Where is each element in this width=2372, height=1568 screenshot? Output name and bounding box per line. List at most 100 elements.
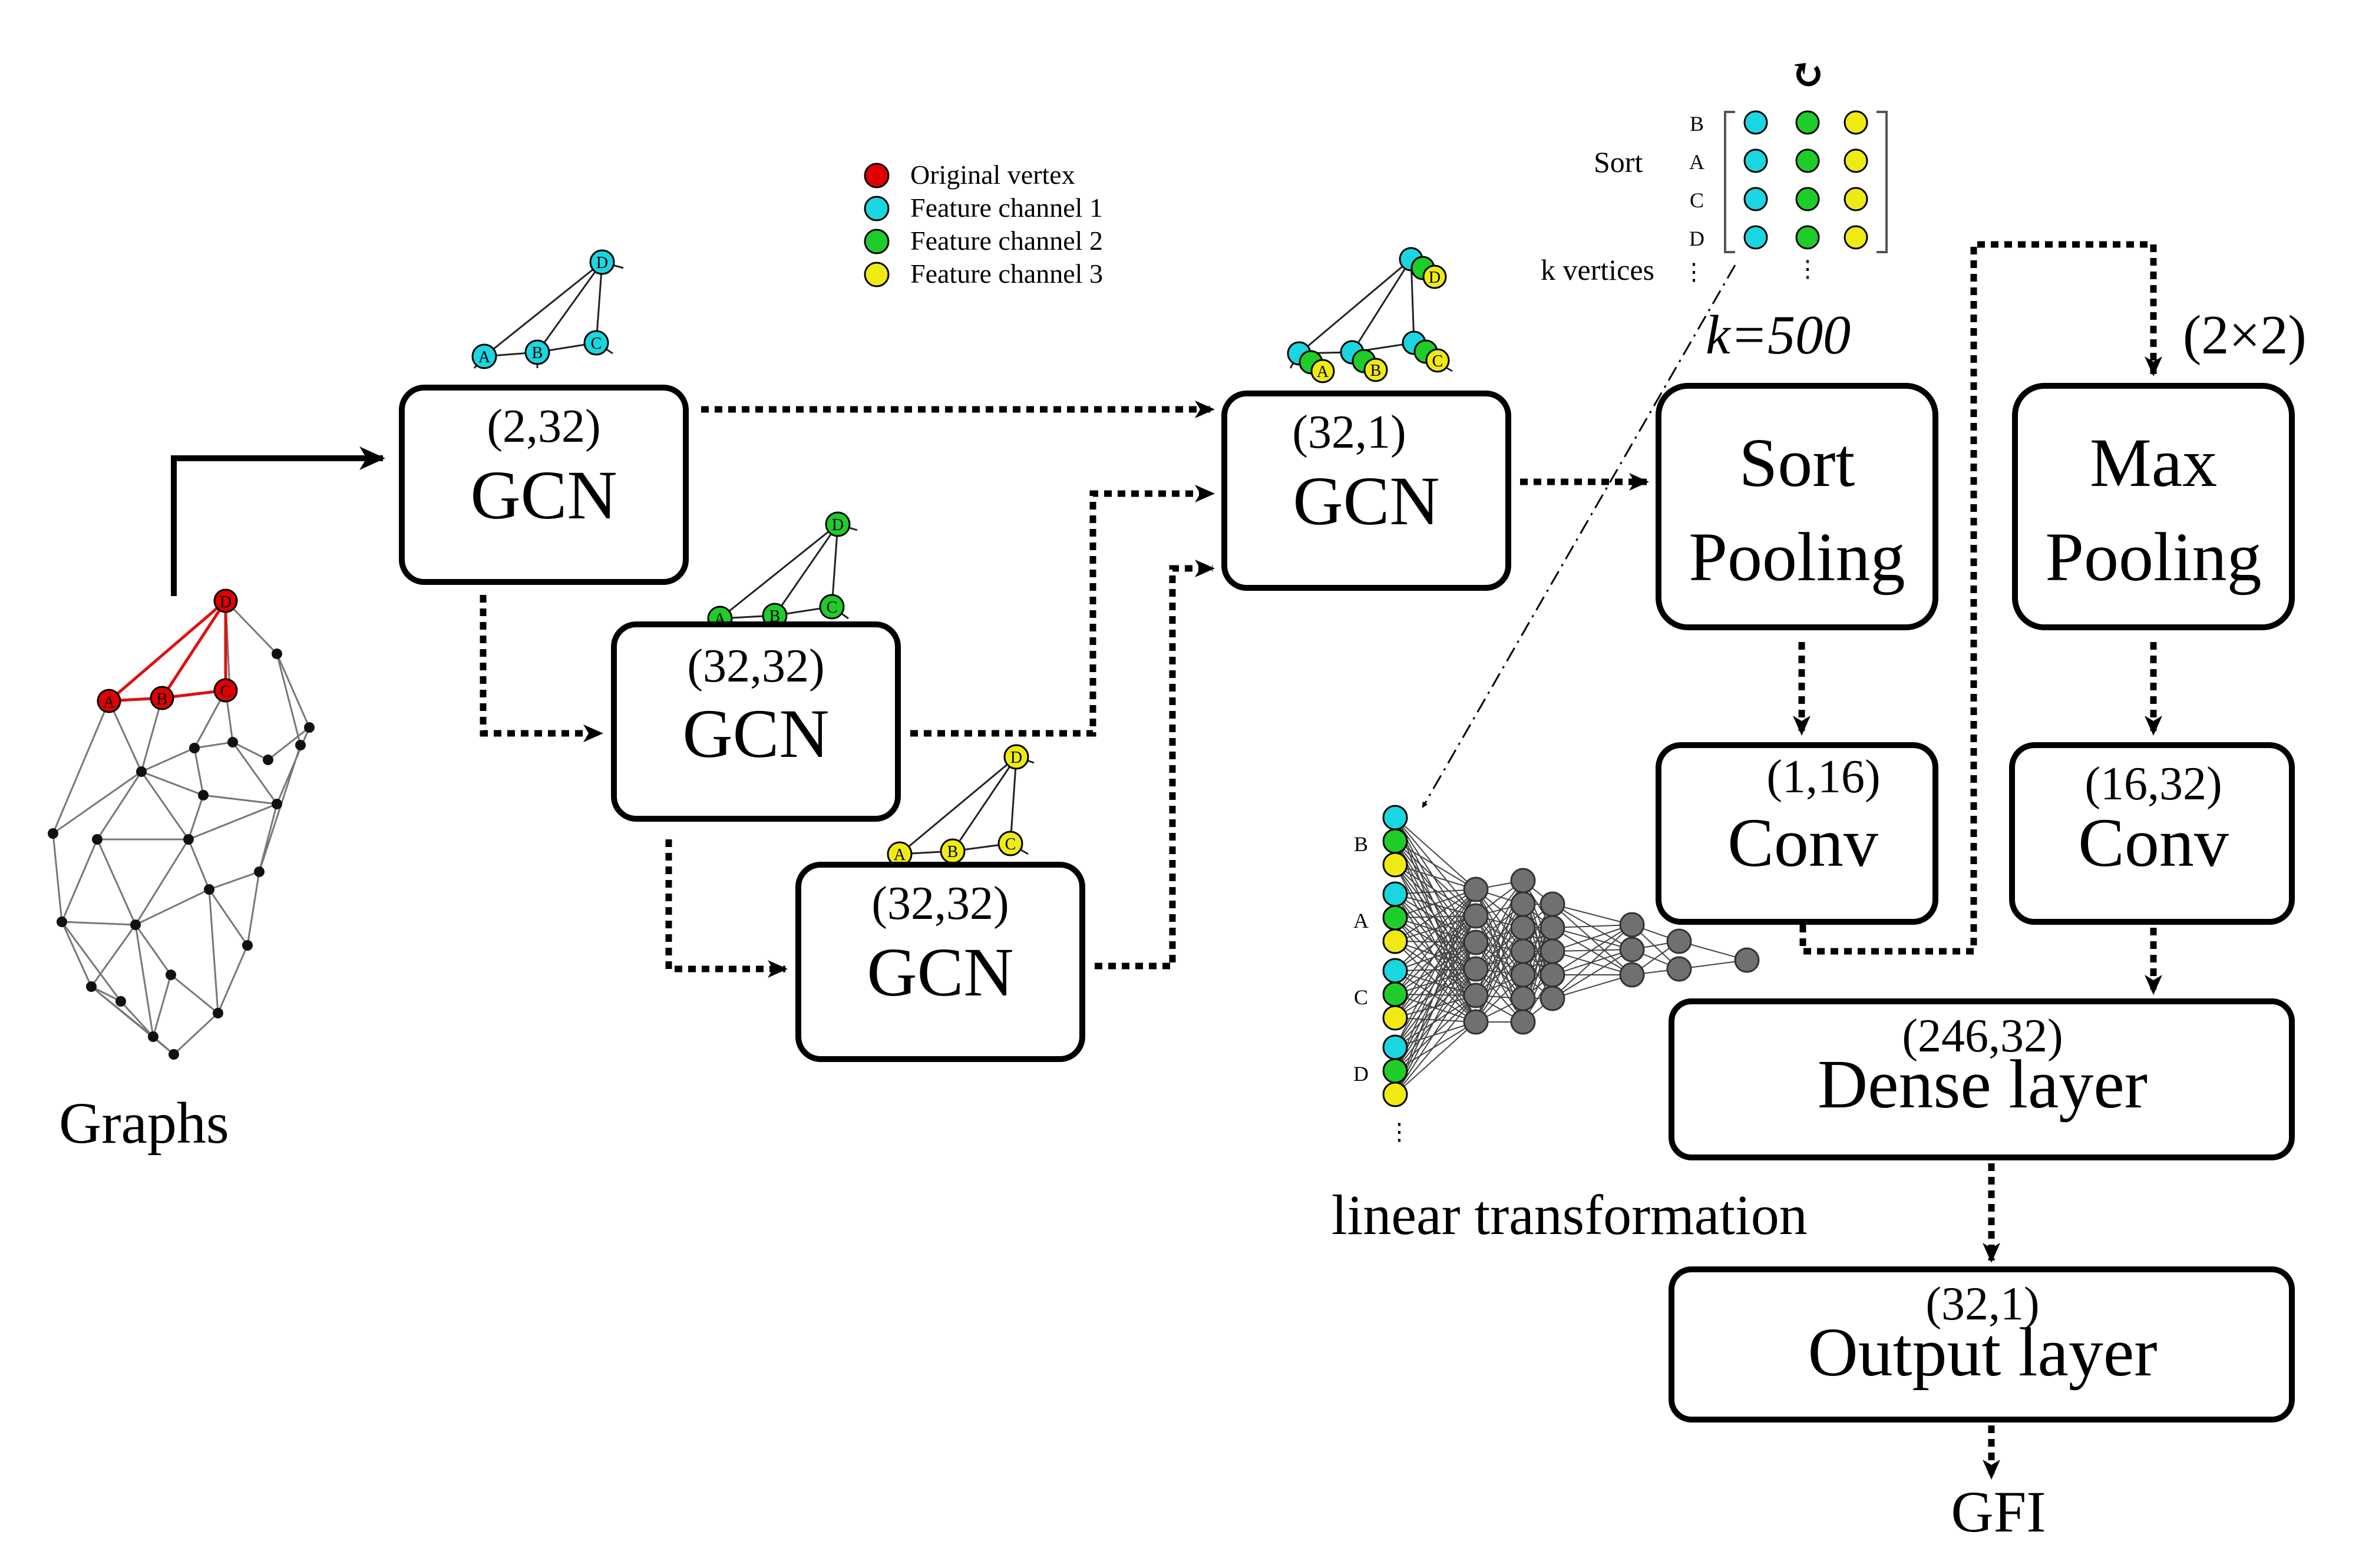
matrix-cells [1743,110,1868,250]
svg-text:B: B [947,843,959,861]
output-name: Output layer [1808,1314,2157,1391]
swap-icon: ↻ [1790,51,1825,98]
nn-node [1619,912,1645,938]
nn-node [1463,876,1489,902]
legend-swatch-channel1 [864,196,890,221]
svg-text:C: C [220,683,232,701]
svg-text:B: B [157,690,168,709]
graphs-label: Graphs [59,1090,229,1156]
conv2-name: Conv [2078,804,2229,881]
svg-text:D: D [596,254,608,272]
svg-text:D: D [220,593,232,611]
nn-node [1463,929,1489,955]
svg-text:A: A [103,693,115,712]
gcn3-name: GCN [867,934,1013,1011]
gcn3-dims: (32,32) [871,878,1009,929]
nn-node [1510,985,1536,1011]
max-pooling-line1: Max [2090,424,2217,501]
gcn-block-4: (32,1) GCN [1221,391,1511,591]
subgraph-gcn1: A B C D [471,249,624,369]
legend-swatch-original [864,163,890,188]
dense-layer-block: (246,32) Dense layer [1669,998,2295,1160]
nn-node [1463,983,1489,1008]
graph-vertices [48,649,315,1060]
gcn1-dims: (2,32) [487,401,600,452]
nn-node [1540,891,1565,917]
sort-matrix: ↻ Sort k vertices ⋮ B A C D ⋮ [1541,51,1888,286]
nn-node [1540,915,1565,941]
svg-text:B: B [1370,362,1382,380]
matrix-dots: ⋮ [1796,256,1819,282]
nn-dots: ⋮ [1387,1119,1411,1145]
nn-row-label: D [1353,1062,1369,1086]
conv2-dims: (16,32) [2084,758,2222,810]
gcn2-dims: (32,32) [687,640,824,692]
k-vertices-dots: ⋮ [1682,259,1706,285]
nn-node [1540,962,1565,988]
svg-text:C: C [1432,352,1443,371]
nn-node [1510,891,1536,917]
sort-pooling-block: Sort Pooling k=500 [1656,305,1938,630]
sort-pooling-line2: Pooling [1689,518,1905,596]
svg-text:D: D [832,516,844,534]
output-dims: (32,1) [1925,1278,2039,1330]
gcn-block-3: (32,32) GCN [795,862,1085,1062]
gcn4-name: GCN [1293,462,1439,540]
gcn-block-2: (32,32) GCN [611,621,901,822]
sort-label: Sort [1594,145,1643,178]
nn-row-label: C [1354,985,1368,1009]
gcn-block-1: (2,32) GCN [399,385,689,585]
legend-label-channel2: Feature channel 2 [910,226,1103,256]
svg-text:A: A [1317,363,1329,381]
legend-swatch-channel3 [864,262,890,287]
matrix-row-label: B [1690,112,1704,135]
matrix-row-label: C [1690,188,1704,212]
svg-text:B: B [532,344,543,362]
svg-text:D: D [1010,749,1022,767]
nn-node [1510,915,1536,941]
legend: Original vertex Feature channel 1 Featur… [864,160,1103,289]
max-pooling-line2: Pooling [2045,518,2261,596]
gcn2-name: GCN [682,695,829,772]
conv-block-2: (16,32) Conv [2009,742,2295,925]
nn-node [1510,962,1536,988]
linear-transformation-net: B A C D ⋮ linear transformation [1332,805,1808,1246]
nn-node [1510,938,1536,964]
legend-label-channel3: Feature channel 3 [910,259,1103,289]
svg-text:B: B [769,607,781,626]
k-value: k=500 [1706,305,1851,366]
subgraph-gcn4: A B C D [1287,247,1453,383]
matrix-row-label: D [1689,227,1704,250]
nn-node [1666,928,1692,954]
linear-transformation-label: linear transformation [1332,1183,1808,1246]
dense-dims: (246,32) [1902,1010,2063,1062]
k-vertices-label: k vertices [1541,253,1654,286]
gcn1-name: GCN [470,456,617,534]
subgraph-gcn2: A B C D [707,511,858,631]
svg-text:C: C [827,598,838,617]
nn-row-label: A [1353,909,1369,932]
dense-name: Dense layer [1818,1046,2148,1123]
pool-size: (2×2) [2183,305,2307,366]
nn-node [1540,938,1565,964]
nn-node [1734,947,1760,973]
subgraph-gcn3: A B C D [887,744,1035,867]
nn-row-label: B [1354,832,1368,856]
svg-text:C: C [591,335,602,353]
conv-block-1: (1,16) Conv [1656,742,1938,925]
svg-text:D: D [1429,269,1441,287]
original-vertices: A B C D [97,588,238,713]
conv1-dims: (1,16) [1766,751,1880,803]
nn-node [1619,962,1645,988]
nn-node [1463,956,1489,982]
input-graph: A B C D Graphs [48,588,315,1156]
gfi-label: GFI [1951,1479,2046,1544]
nn-node [1540,985,1565,1011]
legend-label-channel1: Feature channel 1 [910,193,1103,223]
output-layer-block: (32,1) Output layer [1669,1266,2295,1423]
conv1-name: Conv [1727,804,1878,881]
nn-node [1463,1009,1489,1035]
svg-text:A: A [478,348,491,366]
nn-node [1463,903,1489,929]
matrix-row-label: A [1689,150,1704,174]
